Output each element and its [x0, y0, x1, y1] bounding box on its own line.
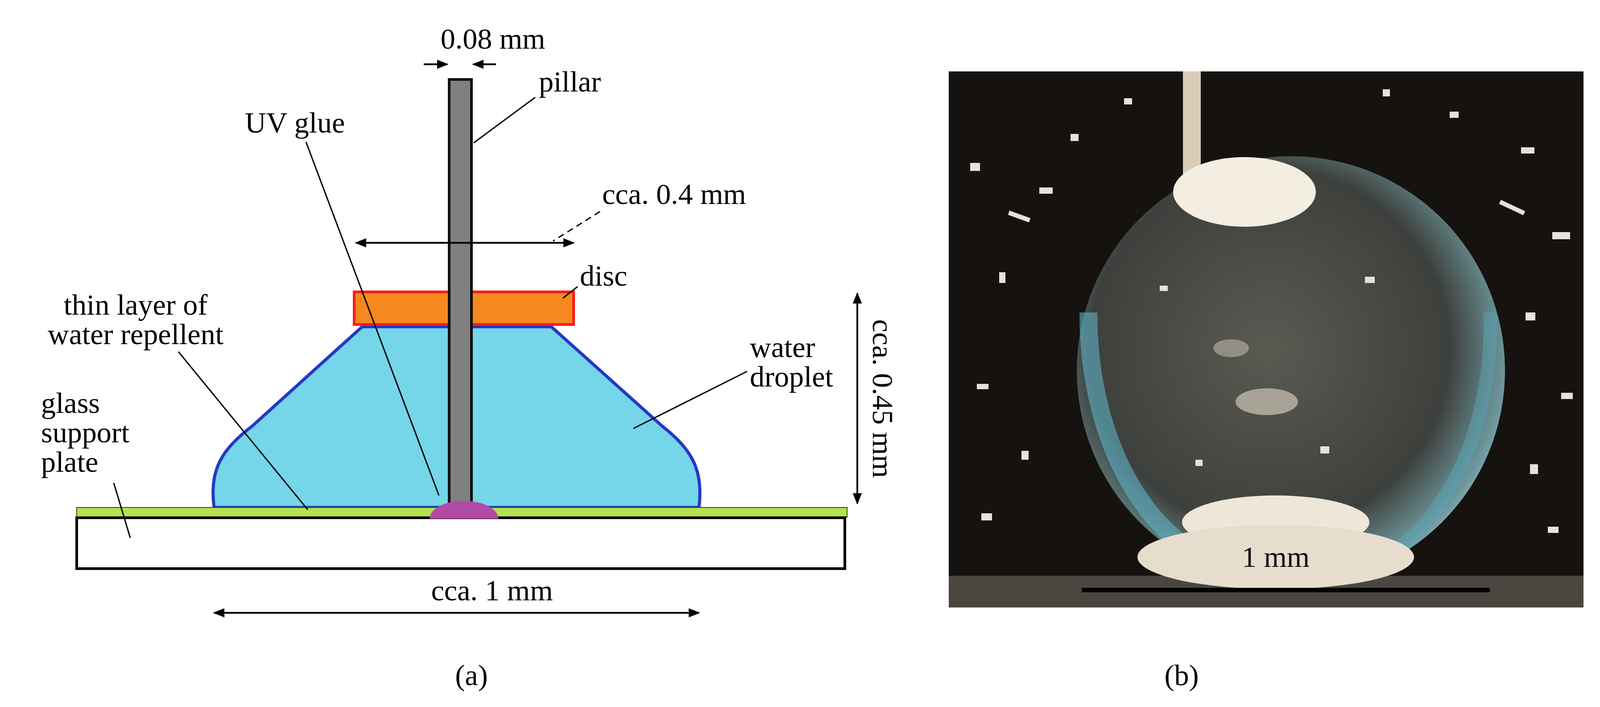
leader-line	[562, 286, 578, 298]
dimension-label: cca. 0.4 mm	[602, 179, 747, 209]
dimension-label: 0.08 mm	[440, 24, 546, 54]
dimension-label: cca. 0.45 mm	[868, 318, 898, 478]
photo-highlight	[1213, 339, 1249, 357]
leader-line	[633, 371, 748, 429]
dimension-arrow	[423, 63, 448, 66]
dimension-arrows	[214, 64, 858, 613]
photo-highlight	[1235, 388, 1299, 415]
photo-highlight	[1137, 524, 1414, 589]
leader-lines	[113, 97, 748, 538]
dimension-arrow	[473, 63, 497, 66]
glass-plate	[76, 517, 845, 569]
leader-line	[553, 211, 600, 241]
dimension-label: cca. 1 mm	[430, 575, 553, 605]
part-label: water droplet	[749, 332, 857, 392]
pillar-shape	[449, 79, 472, 511]
dimension-arrow	[214, 611, 699, 614]
dimension-arrow	[355, 241, 574, 244]
leader-line	[178, 351, 308, 510]
leader-line	[113, 482, 131, 538]
leader-line	[473, 97, 536, 143]
part-label: thin layer of water repellent	[37, 289, 234, 349]
part-label: UV glue	[244, 107, 345, 138]
photo-disc	[1173, 157, 1316, 227]
uv-glue-shape	[429, 500, 499, 519]
scale-bar	[1081, 587, 1490, 592]
photo-speckles	[970, 89, 1573, 533]
part-label: glass support plate	[41, 388, 158, 477]
part-label: disc	[579, 260, 628, 291]
panel-label: (a)	[454, 660, 488, 690]
part-label: pillar	[538, 66, 601, 97]
dimension-arrow	[856, 293, 859, 504]
panel-label: (b)	[1164, 660, 1199, 690]
photo-reflection	[1391, 312, 1491, 554]
scale-label: 1 mm	[1241, 541, 1310, 572]
leader-line	[305, 141, 439, 496]
photo	[948, 71, 1584, 608]
photo-ground	[948, 71, 1584, 608]
photo-sphere	[1076, 156, 1505, 585]
